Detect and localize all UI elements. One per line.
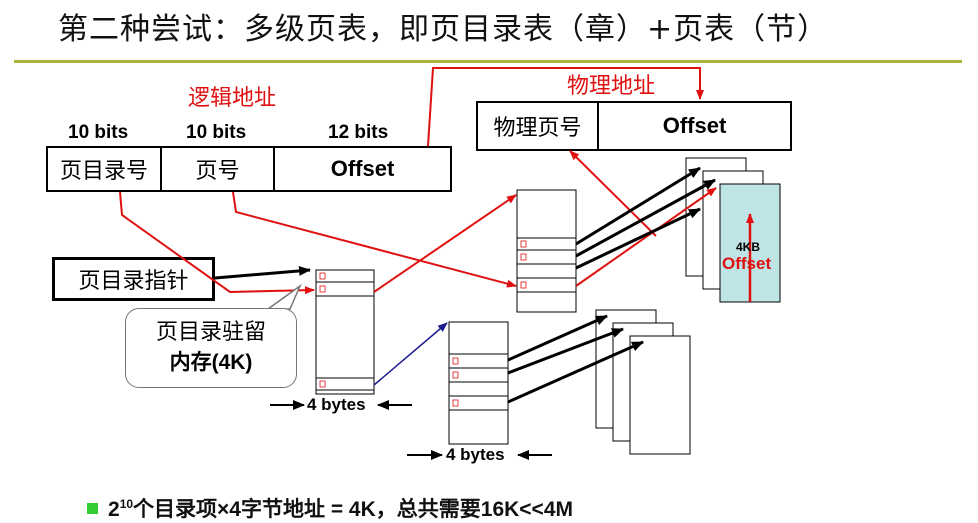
table1-entry-c-arrow xyxy=(575,207,701,270)
summary-bullet: 210个目录项×4字节地址 = 4K，总共需要16K<<4M xyxy=(87,493,573,523)
page-table-1 xyxy=(516,189,577,313)
page-offset-label: Offset xyxy=(722,254,772,273)
physical-offset-field: Offset xyxy=(597,101,792,151)
physical-pages-group-1 xyxy=(685,157,781,303)
bytes-label-2: 4 bytes xyxy=(446,445,505,464)
dir-pointer-arrow xyxy=(214,265,311,280)
bullet-base: 2 xyxy=(108,498,120,521)
physical-pages-group-2 xyxy=(595,309,691,455)
bullet-text: 个目录项×4字节地址 = 4K，总共需要16K<<4M xyxy=(133,498,573,521)
title-divider xyxy=(14,60,962,63)
table2-entry-a-arrow xyxy=(507,314,608,362)
logical-offset-field: Offset xyxy=(273,146,452,192)
callout-line-1: 页目录驻留 xyxy=(155,320,266,345)
page-bits-label: 10 bits xyxy=(186,122,247,143)
dir-bits-label: 10 bits xyxy=(68,122,129,143)
table1-entry-b-arrow xyxy=(575,178,716,258)
frame-to-physical-page-arrow xyxy=(569,150,657,237)
table1-entry-a-arrow xyxy=(575,166,701,246)
dir-index-arrow xyxy=(119,191,315,295)
page-title: 第二种尝试：多级页表，即页目录表（章）+页表（节） xyxy=(58,12,829,47)
page-directory-table xyxy=(315,269,375,395)
logical-address-label: 逻辑地址 xyxy=(188,86,277,111)
bullet-square-icon xyxy=(87,503,98,514)
page-table-2 xyxy=(448,321,509,445)
dir-entry-to-table-arrow xyxy=(373,194,517,293)
bullet-exponent: 10 xyxy=(119,497,134,511)
callout-line-2: 内存(4K) xyxy=(169,351,253,374)
dir-number-field: 页目录号 xyxy=(46,146,162,192)
bytes-label-1: 4 bytes xyxy=(307,395,366,414)
page-index-arrow xyxy=(232,191,517,288)
page-number-field: 页号 xyxy=(160,146,275,192)
page-size-label: 4KB xyxy=(736,240,761,254)
directory-resident-callout: 页目录驻留 内存(4K) xyxy=(125,308,297,388)
physical-address-label: 物理地址 xyxy=(567,74,656,99)
offset-to-physical-arrow xyxy=(427,67,704,147)
table-entry-to-page-arrow xyxy=(575,187,717,287)
table2-entry-c-arrow xyxy=(507,340,644,404)
table2-entry-b-arrow xyxy=(507,327,624,375)
offset-bits-label: 12 bits xyxy=(328,122,389,143)
dir-last-entry-arrow xyxy=(373,322,448,386)
dir-pointer-box: 页目录指针 xyxy=(52,257,215,301)
physical-page-field: 物理页号 xyxy=(476,101,599,151)
